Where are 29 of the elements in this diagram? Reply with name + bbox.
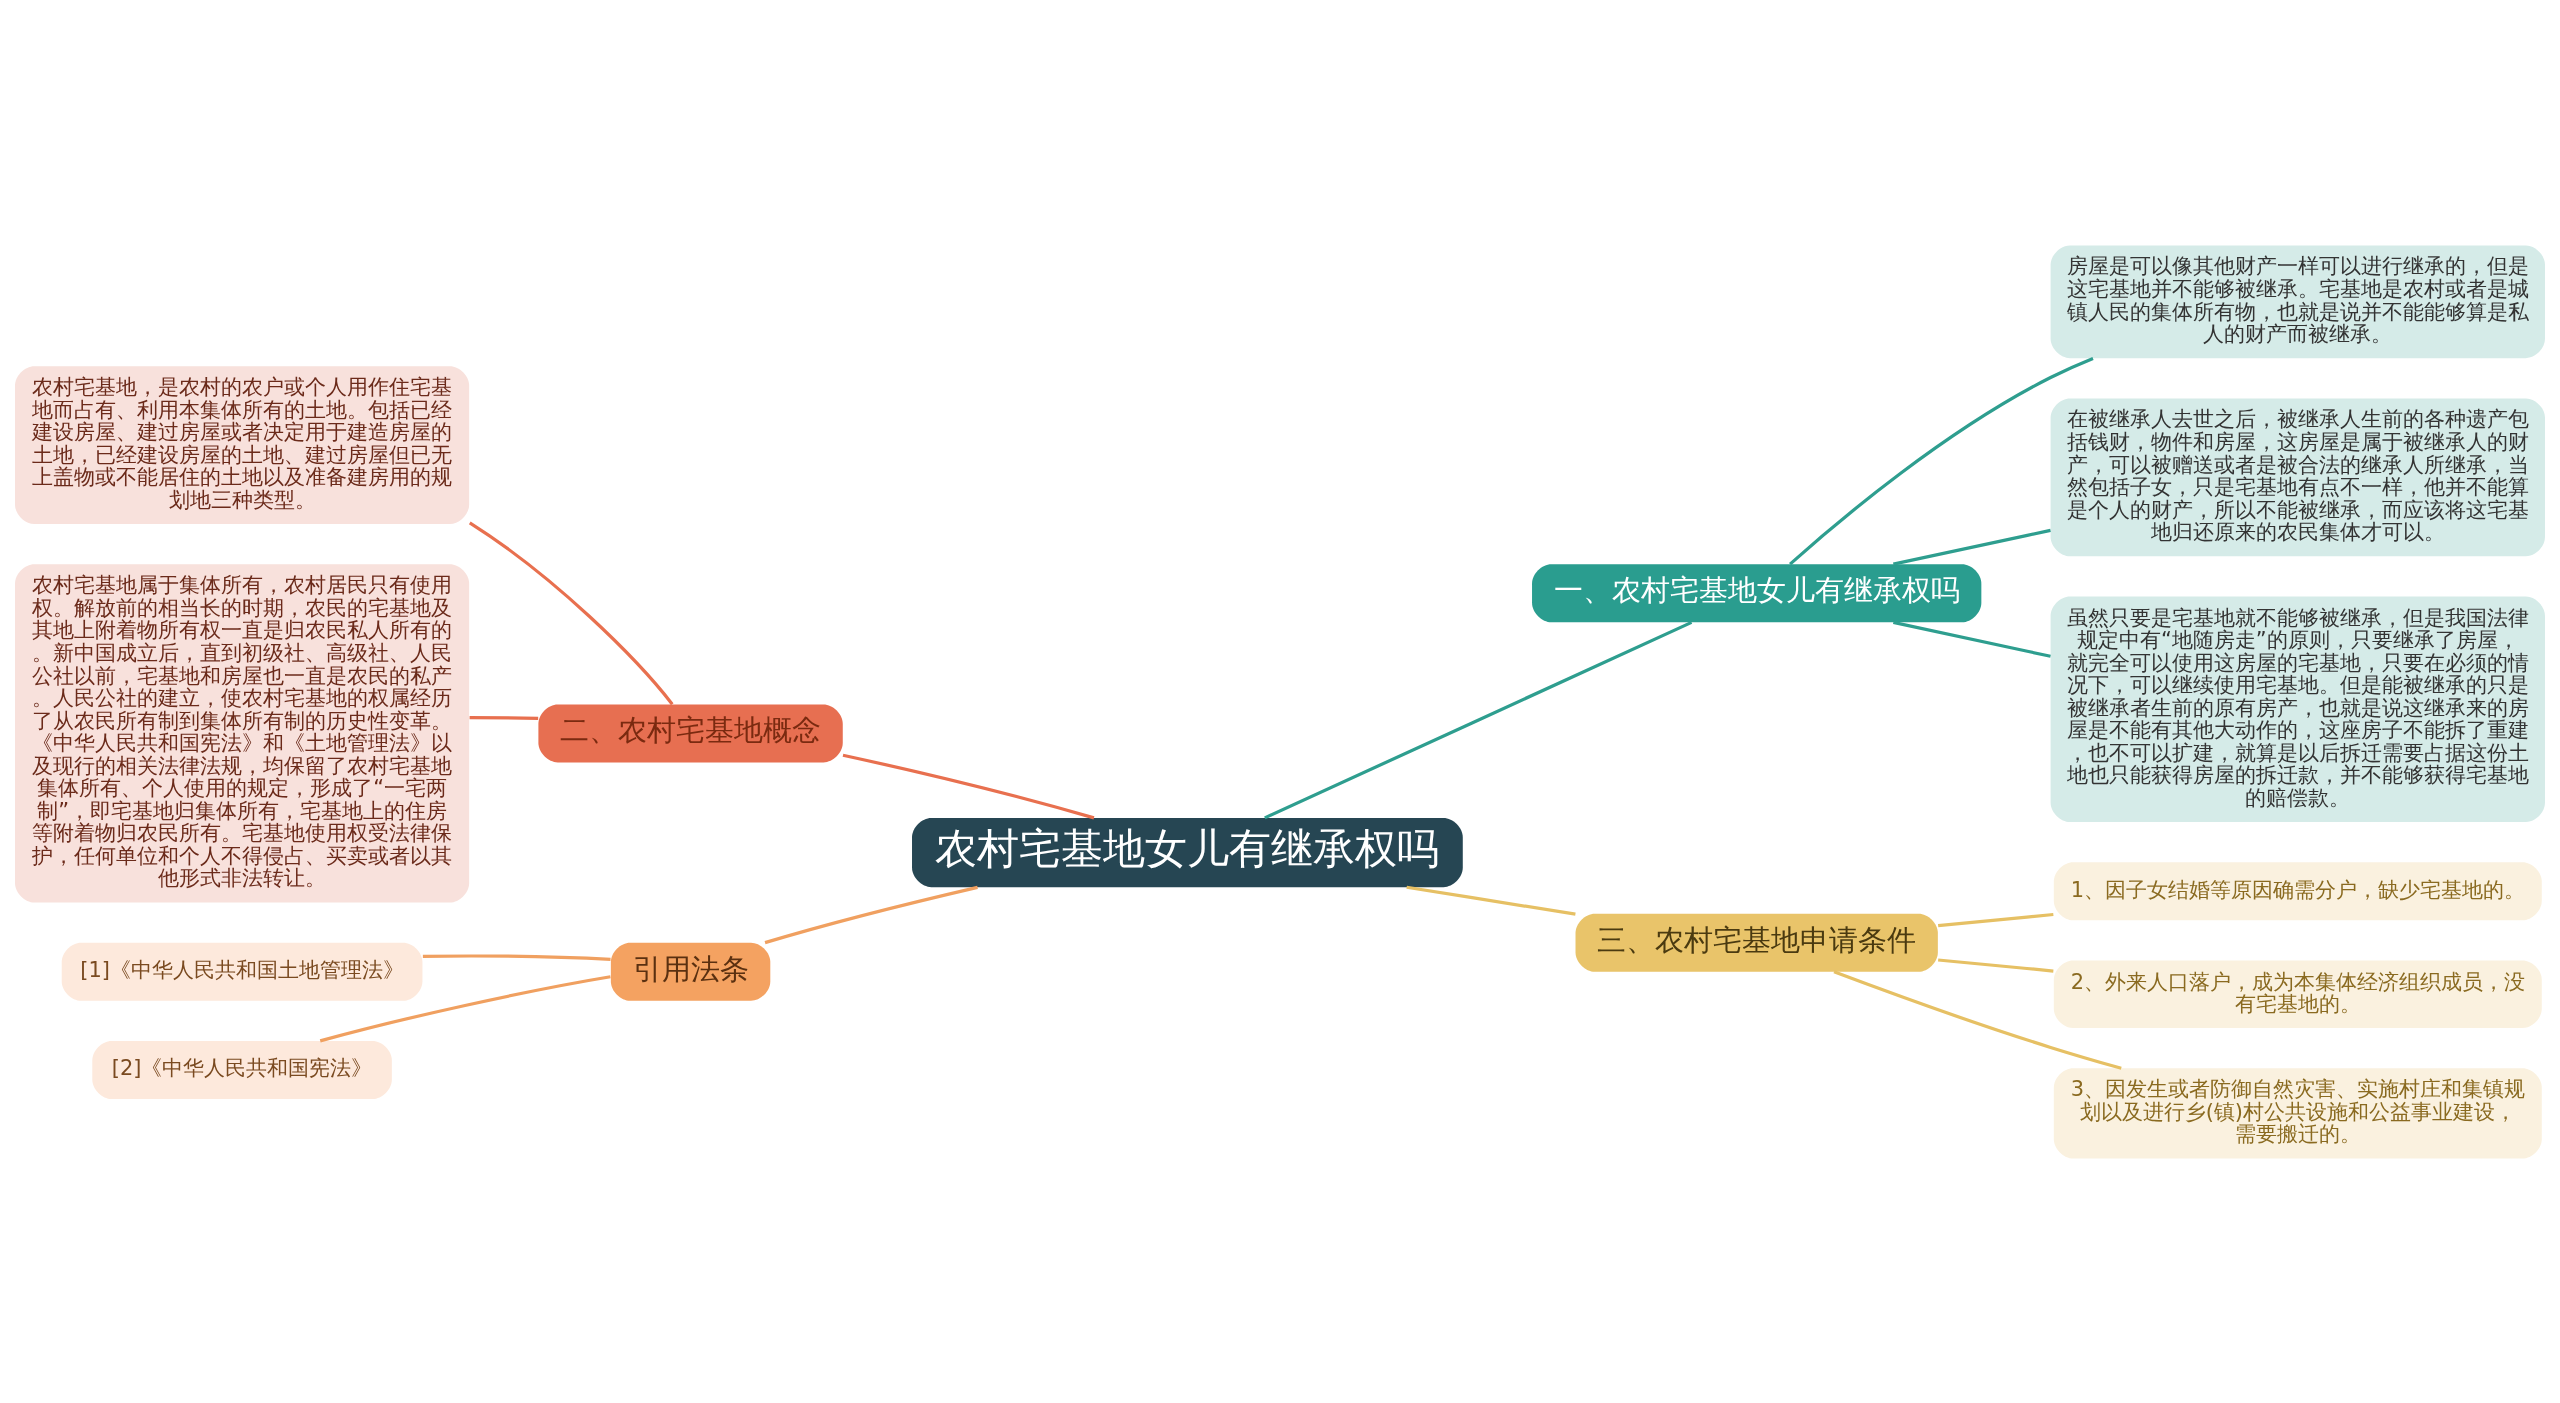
node-box: 在被继承人去世之后，被继承人生前的各种遗产包括钱财，物件和房屋，这房屋是属于被继承人的财产，可以被赠送或者是被合法的继承人所继承，当然包括子女，只是宅基地有点不一样，他并不能算是个人的财产，所以不能被继承，而应该将这宅基地归还原来的农民集体才可以。 bbox=[2050, 397, 2545, 556]
node-box: 虽然只要是宅基地就不能够被继承，但是我国法律规定中有“地随房走”的原则，只要继承了房屋，就完全可以使用这房屋的宅基地，只要在必须的情况下，可以继续使用宅基地。但是能被继承的只是被继承者生前的原有房产，也就是说这继承来的房屋是不能有其他大动作的，这座房子不能拆了重建，也不可以扩建，就算是以后拆迁需要占据这份土地也只能获得房屋的拆迁款，并不能够获得宅基地的赔偿款。 bbox=[2050, 596, 2545, 822]
connector bbox=[1264, 620, 1693, 819]
node-box: [1]《中华人民共和国土地管理法》 bbox=[61, 942, 423, 1001]
node-box: 3、因发生或者防御自然灾害、实施村庄和集镇规划以及进行乡(镇)村公共设施和公益事业建设，需要搬迁的。 bbox=[2053, 1067, 2542, 1159]
connector bbox=[1893, 528, 2051, 566]
connector bbox=[468, 521, 674, 705]
connector bbox=[1406, 885, 1576, 916]
connector bbox=[1833, 969, 2122, 1070]
node-box: 一、农村宅基地女儿有继承权吗 bbox=[1532, 563, 1982, 622]
connector bbox=[1789, 356, 2094, 565]
node-box: 2、外来人口落户，成为本集体经济组织成员，没有宅基地的。 bbox=[2053, 959, 2542, 1028]
connector bbox=[1938, 912, 2054, 927]
node-box: 二、农村宅基地概念 bbox=[538, 703, 843, 762]
node-box: 农村宅基地属于集体所有，农村居民只有使用权。解放前的相当长的时期，农民的宅基地及其地上附着物所有权一直是归农民私人所有的。新中国成立后，直到初级社、高级社、人民公社以前，宅基地和房屋也一直是农民的私产。人民公社的建立，使农村宅基地的权属经历了从农民所有制到集体所有制的历史性变革。《中华人民共和国宪法》和《土地管理法》以及现行的相关法律法规，均保留了农村宅基地集体所有、个人使用的规定，形成了“一宅两制”，即宅基地归集体所有，宅基地上的住房等附着物归农民所有。宅基地使用权受法律保护，任何单位和个人不得侵占、买卖或者以其他形式非法转让。 bbox=[15, 563, 470, 902]
connector bbox=[1938, 957, 2054, 973]
node-box: 农村宅基地女儿有继承权吗 bbox=[912, 817, 1463, 887]
node-box: [2]《中华人民共和国宪法》 bbox=[92, 1040, 392, 1099]
node-box: 房屋是可以像其他财产一样可以进行继承的，但是这宅基地并不能够被继承。宅基地是农村或者是城镇人民的集体所有物，也就是说并不能能够算是私人的财产而被继承。 bbox=[2050, 244, 2545, 358]
connector bbox=[764, 885, 978, 944]
connector bbox=[422, 953, 611, 961]
connector bbox=[842, 753, 1095, 819]
node-box: 农村宅基地，是农村的农户或个人用作住宅基地而占有、利用本集体所有的土地。包括已经建设房屋、建过房屋或者决定用于建造房屋的土地，已经建设房屋的土地、建过房屋但已无上盖物或不能居住的土地以及准备建房用的规划地三种类型。 bbox=[15, 365, 470, 524]
connector bbox=[469, 715, 539, 720]
connector bbox=[1893, 620, 2051, 658]
node-box: 三、农村宅基地申请条件 bbox=[1575, 913, 1938, 972]
node-box: 引用法条 bbox=[610, 942, 771, 1001]
connector bbox=[319, 974, 611, 1042]
node-box: 1、因子女结婚等原因确需分户，缺少宅基地的。 bbox=[2053, 861, 2542, 920]
